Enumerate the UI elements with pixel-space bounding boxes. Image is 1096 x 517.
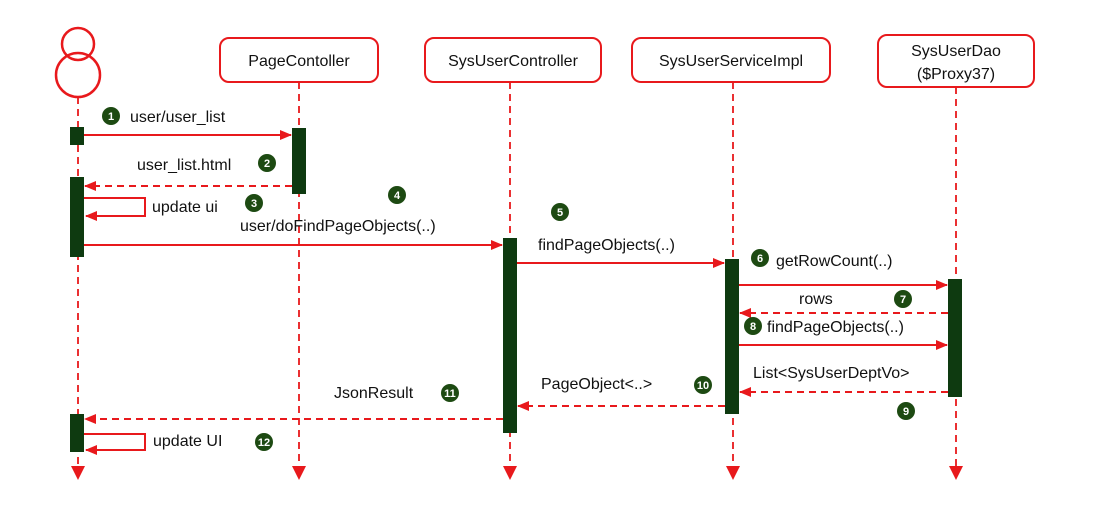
- step-badge-1: 1: [102, 107, 120, 125]
- participant-label: SysUserServiceImpl: [659, 53, 803, 70]
- activation-bar: [503, 238, 517, 433]
- lifeline-end-arrow: [503, 466, 517, 480]
- step-badge-10: 10: [694, 376, 712, 394]
- message-label-6: getRowCount(..): [776, 253, 893, 270]
- message-label-8: findPageObjects(..): [767, 319, 904, 336]
- activation-bar: [948, 279, 962, 397]
- svg-text:5: 5: [557, 207, 563, 219]
- participant-sys-user-dao: SysUserDao ($Proxy37): [877, 34, 1035, 88]
- message-arrow-3: [84, 197, 146, 221]
- participant-sys-user-service-impl: SysUserServiceImpl: [631, 37, 831, 83]
- svg-text:4: 4: [394, 190, 401, 202]
- step-badge-12: 12: [255, 433, 273, 451]
- activation-bar: [70, 177, 84, 257]
- step-badge-6: 6: [751, 249, 769, 267]
- svg-text:3: 3: [251, 198, 257, 210]
- message-label-10: PageObject<..>: [541, 376, 652, 393]
- step-badge-8: 8: [744, 317, 762, 335]
- activation-bar: [292, 128, 306, 194]
- activation-bar: [70, 414, 84, 452]
- message-label-7: rows: [799, 291, 833, 308]
- message-label-5: findPageObjects(..): [538, 237, 675, 254]
- svg-text:1: 1: [108, 111, 114, 123]
- lifeline-end-arrow: [949, 466, 963, 480]
- message-label-1: user/user_list: [130, 109, 226, 126]
- svg-text:10: 10: [697, 380, 709, 392]
- lifeline-end-arrow: [71, 466, 85, 480]
- message-label-11: JsonResult: [334, 385, 414, 402]
- participant-label: SysUserController: [448, 53, 578, 70]
- svg-text:9: 9: [903, 406, 909, 418]
- step-badge-5: 5: [551, 203, 569, 221]
- message-label-12: update UI: [153, 433, 222, 450]
- svg-text:8: 8: [750, 321, 756, 333]
- step-badge-2: 2: [258, 154, 276, 172]
- svg-text:12: 12: [258, 437, 270, 449]
- message-label-2: user_list.html: [137, 157, 231, 174]
- lifeline-end-arrow: [726, 466, 740, 480]
- svg-text:2: 2: [264, 158, 270, 170]
- activation-bar: [725, 259, 739, 414]
- svg-text:11: 11: [444, 388, 456, 400]
- activation-bar: [70, 127, 84, 145]
- step-badge-11: 11: [441, 384, 459, 402]
- step-badge-3: 3: [245, 194, 263, 212]
- step-badge-9: 9: [897, 402, 915, 420]
- participant-page-controller: PageContoller: [219, 37, 379, 83]
- participant-label-line1: SysUserDao: [911, 43, 1001, 60]
- message-arrow-12: [84, 433, 146, 455]
- svg-text:7: 7: [900, 294, 906, 306]
- participant-label: PageContoller: [248, 53, 350, 70]
- step-badge-4: 4: [388, 186, 406, 204]
- lifeline-end-arrow: [292, 466, 306, 480]
- svg-text:6: 6: [757, 253, 763, 265]
- participant-label-line2: ($Proxy37): [917, 66, 995, 83]
- actor-circles-icon: [54, 26, 102, 99]
- step-badge-7: 7: [894, 290, 912, 308]
- message-label-9: List<SysUserDeptVo>: [753, 365, 910, 382]
- message-label-4: user/doFindPageObjects(..): [240, 218, 436, 235]
- message-label-3: update ui: [152, 199, 218, 216]
- participant-sys-user-controller: SysUserController: [424, 37, 602, 83]
